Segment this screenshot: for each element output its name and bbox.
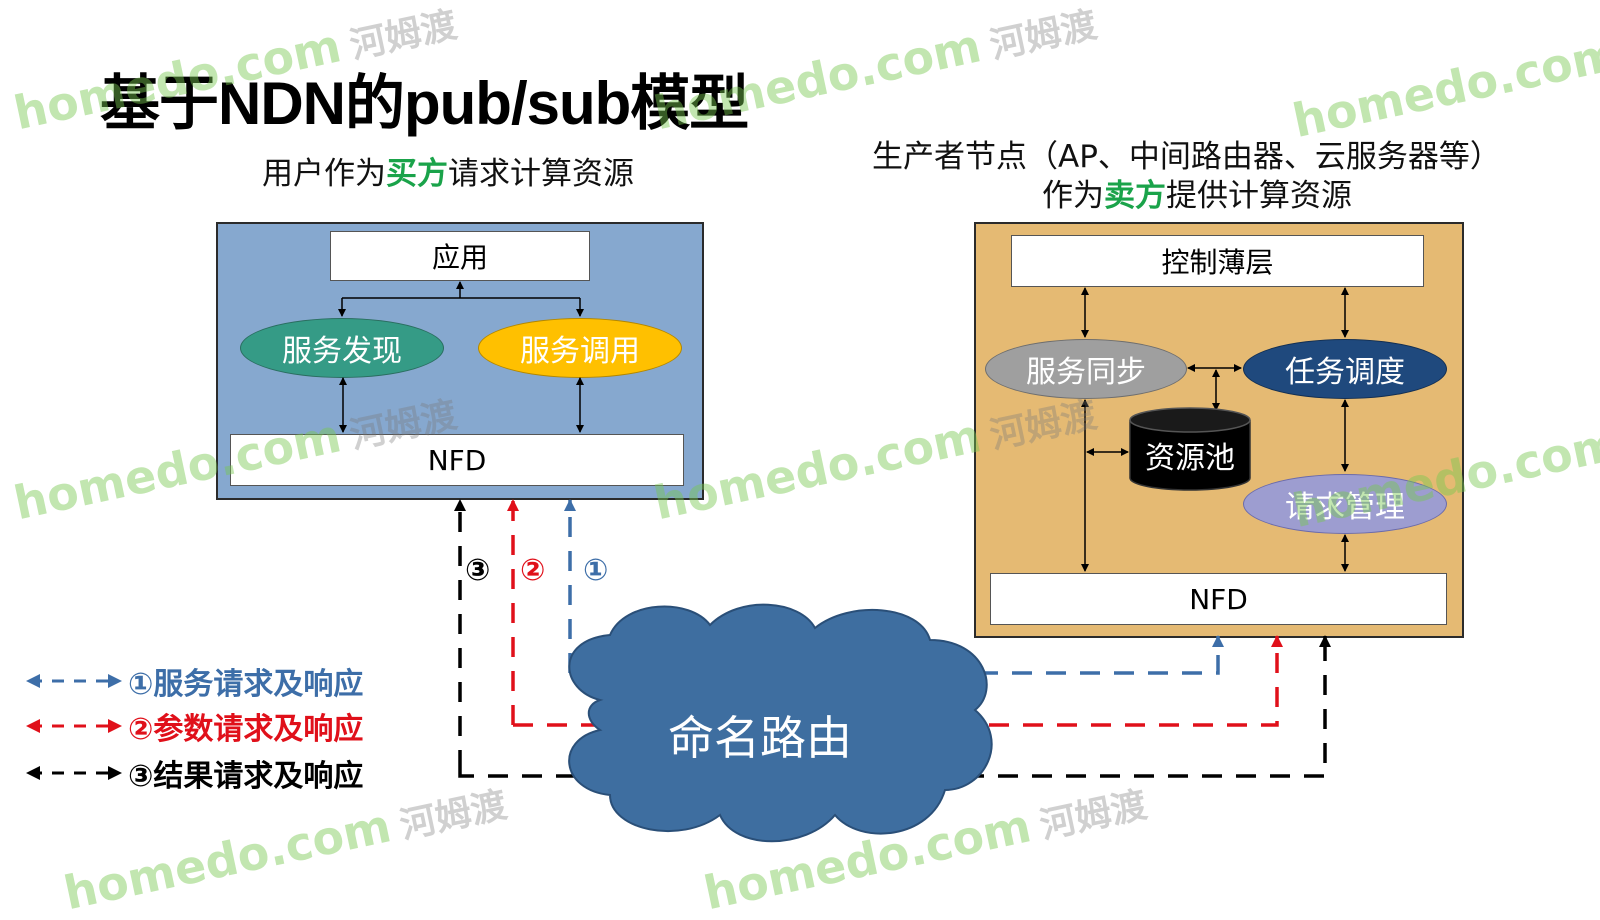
app-box: 应用 (330, 231, 590, 281)
producer-header-prefix: 作为 (1042, 178, 1104, 214)
request-mgmt-ellipse: 请求管理 (1243, 474, 1447, 534)
legend-label-service: ①服务请求及响应 (128, 667, 364, 702)
producer-header-highlight: 卖方 (1104, 178, 1166, 214)
producer-header-line1: 生产者节点（AP、中间路由器、云服务器等） (872, 139, 1501, 175)
producer-node-connectors (1081, 287, 1349, 572)
flow-number-3: ③ (465, 553, 491, 588)
user-header-prefix: 用户作为 (262, 156, 386, 192)
legend-item-service: ①服务请求及响应 (128, 661, 364, 702)
legend-item-param: ②参数请求及响应 (128, 706, 364, 747)
user-nfd-box: NFD (230, 434, 684, 486)
diagram-canvas (26, 281, 1349, 843)
flow-number-2: ② (520, 553, 546, 588)
legend-label-param: ②参数请求及响应 (128, 712, 364, 747)
legend-arrowheads (26, 674, 122, 780)
user-node-connectors (338, 281, 584, 433)
service-discovery-ellipse: 服务发现 (240, 318, 444, 378)
resource-pool-label: 资源池 (1145, 441, 1235, 476)
slide-title: 基于NDN的pub/sub模型 (100, 70, 749, 137)
legend-item-result: ③结果请求及响应 (128, 753, 364, 794)
slide: 基于NDN的pub/sub模型 用户作为买方请求计算资源 生产者节点（AP、中间… (9, 5, 1600, 920)
cloud-label: 命名路由 (668, 711, 852, 765)
legend-arrows (30, 679, 118, 775)
task-schedule-ellipse: 任务调度 (1243, 339, 1447, 399)
resource-pool-cylinder (1129, 407, 1251, 491)
producer-header-suffix: 提供计算资源 (1166, 178, 1352, 214)
producer-nfd-box: NFD (990, 573, 1447, 625)
producer-header-line2: 作为卖方提供计算资源 (1042, 170, 1352, 215)
control-layer-box: 控制薄层 (1011, 235, 1424, 287)
flow-result-line (458, 640, 1327, 778)
user-header-suffix: 请求计算资源 (448, 156, 634, 192)
user-header-highlight: 买方 (386, 156, 448, 192)
flow-number-1: ① (583, 553, 609, 588)
service-sync-ellipse: 服务同步 (985, 339, 1187, 399)
named-routing-cloud (568, 603, 993, 843)
legend-label-result: ③结果请求及响应 (128, 759, 364, 794)
user-header: 用户作为买方请求计算资源 (262, 148, 634, 193)
